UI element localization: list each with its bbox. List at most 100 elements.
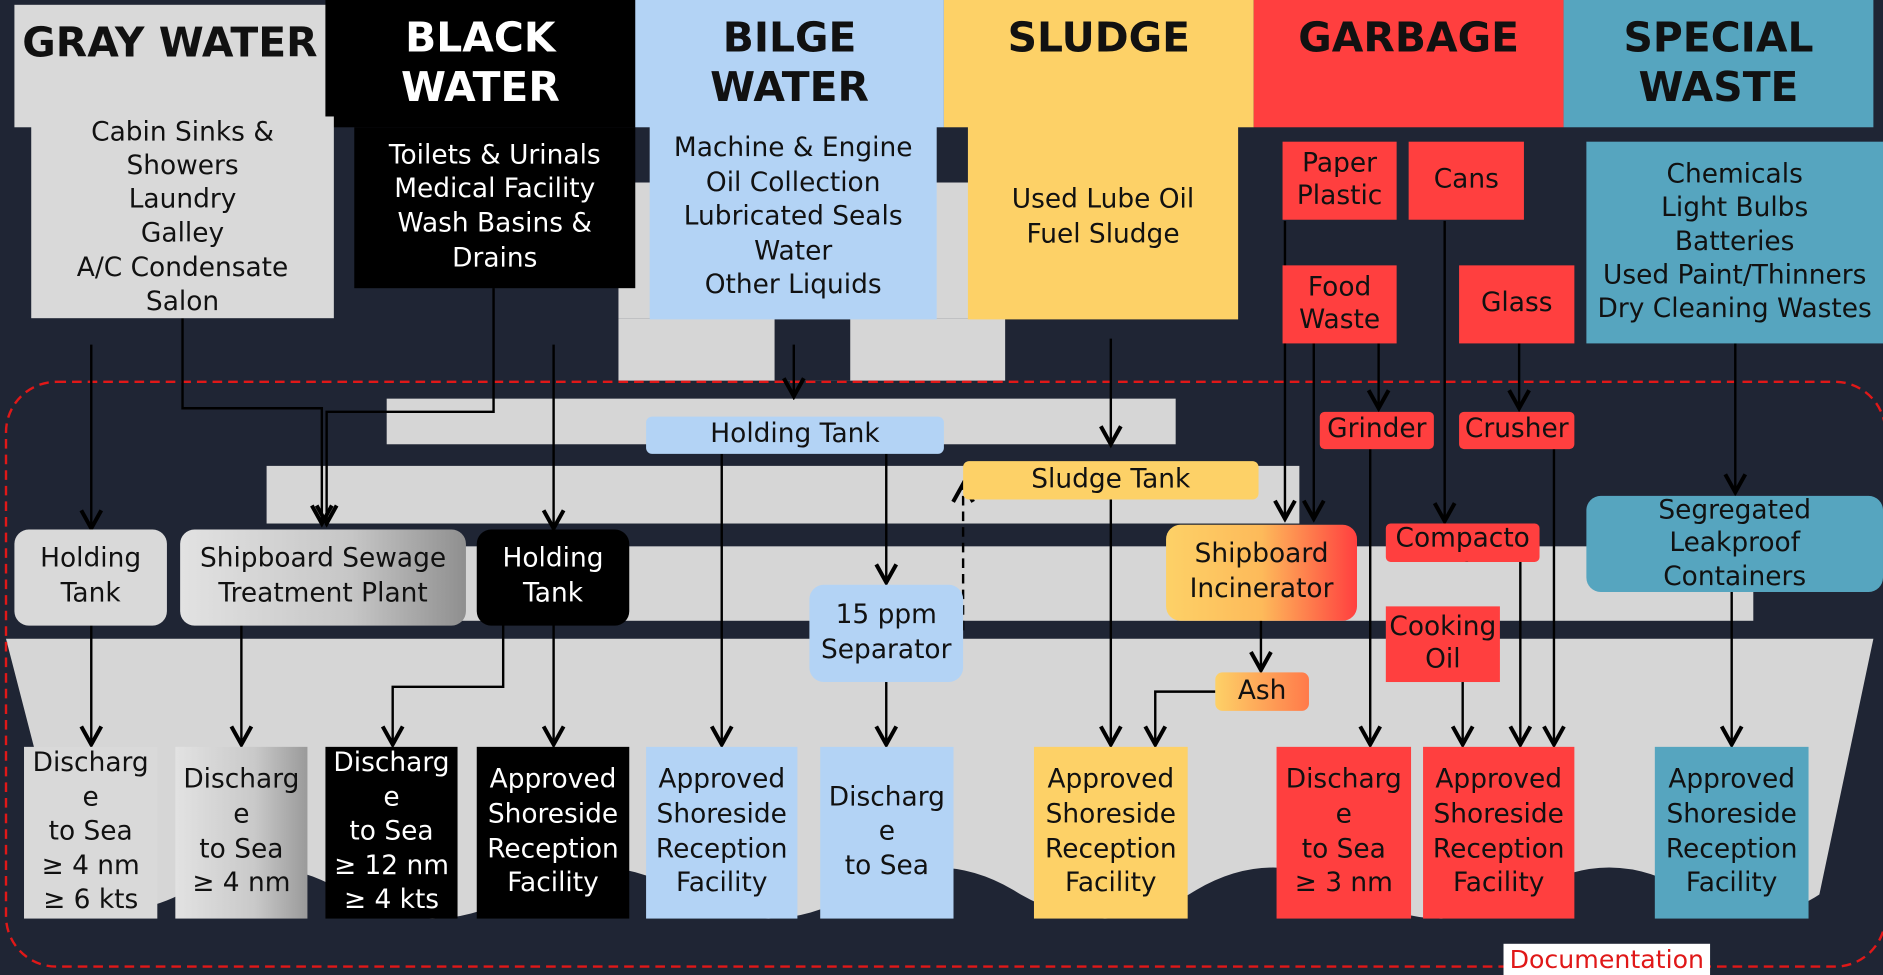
header-black-water: BLACKWATER — [325, 0, 635, 127]
source-black-water-item: Wash Basins & — [398, 208, 592, 242]
source-gray-water: Cabin Sinks & Showers Laundry Galley A/C… — [31, 116, 334, 318]
source-special-waste-item: Light Bulbs — [1661, 192, 1808, 226]
header-gray-water-text: GRAY WATER — [22, 19, 317, 69]
ppm-separator-line: 15 ppm — [836, 599, 937, 633]
source-gray-water-item: Showers — [126, 150, 238, 184]
dest-line: ≥ 4 nm — [42, 850, 140, 884]
dest-black-shoreside: Approved Shoreside Reception Facility — [477, 747, 630, 919]
sewage-treatment-plant: Shipboard Sewage Treatment Plant — [180, 530, 466, 626]
dest-line: Discharg — [183, 764, 299, 798]
dest-line: Approved — [1435, 764, 1562, 798]
compactor-line: Compacto — [1395, 524, 1529, 554]
dest-line: e — [233, 798, 249, 832]
dest-garbage-shoreside: Approved Shoreside Reception Facility — [1423, 747, 1574, 919]
dest-line: Facility — [676, 867, 768, 901]
dest-line: ≥ 4 kts — [344, 884, 439, 918]
source-food-waste-line: Waste — [1299, 304, 1380, 336]
source-cans-text: Cans — [1434, 164, 1499, 198]
source-special-waste-item: Batteries — [1675, 226, 1795, 260]
dest-bilge-shoreside: Approved Shoreside Reception Facility — [646, 747, 797, 919]
source-bilge-water: Machine & Engine Oil Collection Lubricat… — [650, 116, 937, 319]
source-bilge-water-item: Other Liquids — [705, 269, 882, 303]
source-glass: Glass — [1459, 265, 1574, 343]
source-bilge-water-item: Oil Collection — [706, 166, 881, 200]
dest-line: Approved — [1668, 764, 1795, 798]
black-holding-tank: Holding Tank — [477, 530, 630, 626]
dest-line: e — [83, 781, 99, 815]
compactor: Compacto r — [1386, 524, 1540, 562]
source-gray-water-item: A/C Condensate — [77, 252, 289, 286]
header-bilge-water-line-1: BILGE — [710, 14, 869, 64]
dest-line: Reception — [1045, 833, 1177, 867]
documentation-label: Documentation — [1504, 944, 1711, 975]
ppm-separator: 15 ppm Separator — [809, 585, 963, 682]
grinder-text: Grinder — [1327, 413, 1426, 447]
dest-line: to Sea — [349, 816, 433, 850]
dest-line: Facility — [1686, 867, 1778, 901]
dest-line: ≥ 4 nm — [192, 867, 290, 901]
dest-line: Approved — [658, 764, 785, 798]
black-holding-tank-line: Tank — [523, 578, 583, 612]
source-sludge-item: Fuel Sludge — [1026, 218, 1179, 252]
source-gray-water-item: Cabin Sinks & — [91, 116, 274, 150]
gray-holding-tank: Holding Tank — [14, 530, 167, 626]
dest-line: to Sea — [1302, 833, 1386, 867]
bilge-holding-tank: Holding Tank — [646, 417, 944, 454]
grinder: Grinder — [1320, 412, 1434, 449]
source-black-water-item: Toilets & Urinals — [389, 139, 601, 173]
dest-line: e — [879, 816, 895, 850]
shipboard-incinerator-line: Incinerator — [1190, 573, 1334, 607]
dest-line: Reception — [1666, 833, 1798, 867]
segregated-containers-line: Leakproof — [1669, 527, 1800, 560]
source-gray-water-item: Salon — [146, 286, 219, 319]
dest-line: Shoreside — [488, 798, 618, 832]
sewage-treatment-plant-line: Shipboard Sewage — [200, 543, 446, 577]
source-special-waste-item: Dry Cleaning Wastes — [1598, 293, 1872, 327]
sludge-tank: Sludge Tank — [963, 461, 1258, 499]
dest-line: Shoreside — [1666, 798, 1796, 832]
source-special-waste-item: Used Paint/Thinners — [1603, 259, 1866, 293]
dest-line: Facility — [1065, 867, 1157, 901]
dest-gray-discharge-sea: Discharg e to Sea ≥ 4 nm ≥ 6 kts — [24, 747, 157, 919]
dest-sewage-discharge-sea: Discharg e to Sea ≥ 4 nm — [175, 747, 307, 919]
crusher-text: Crusher — [1465, 413, 1569, 447]
compactor-line: r — [1457, 554, 1468, 562]
dest-line: Discharg — [829, 781, 945, 815]
dest-special-shoreside: Approved Shoreside Reception Facility — [1655, 747, 1809, 919]
source-sludge: Used Lube Oil Fuel Sludge — [968, 116, 1238, 319]
arrow-gray-source-plant — [183, 318, 322, 523]
header-black-water-line-1: BLACK — [401, 14, 560, 64]
cooking-oil: Cooking Oil — [1386, 606, 1500, 682]
sewage-treatment-plant-line: Treatment Plant — [218, 578, 427, 612]
dest-line: Shoreside — [1434, 798, 1564, 832]
dest-line: Approved — [1047, 764, 1174, 798]
header-gray-water: GRAY WATER — [14, 5, 325, 127]
cooking-oil-line: Cooking — [1389, 613, 1496, 645]
dest-line: e — [1336, 798, 1352, 832]
bilge-holding-tank-text: Holding Tank — [710, 418, 879, 452]
source-food-waste: Food Waste — [1283, 265, 1397, 343]
arrow-ash-shore — [1155, 692, 1215, 745]
dest-line: Shoreside — [657, 798, 787, 832]
dest-line: e — [383, 781, 399, 815]
dest-line: ≥ 12 nm — [334, 850, 449, 884]
cooking-oil-line: Oil — [1425, 644, 1460, 676]
dest-black-discharge-sea: Discharg e to Sea ≥ 12 nm ≥ 4 kts — [325, 747, 457, 919]
dest-line: Approved — [490, 764, 617, 798]
sludge-tank-text: Sludge Tank — [1031, 463, 1190, 497]
dest-garbage-discharge-sea: Discharg e to Sea ≥ 3 nm — [1277, 747, 1411, 919]
ash: Ash — [1215, 672, 1309, 710]
source-paper-plastic-line: Plastic — [1297, 181, 1382, 213]
shipboard-incinerator-line: Shipboard — [1195, 538, 1329, 572]
header-garbage: GARBAGE — [1254, 0, 1564, 127]
segregated-containers-line: Segregated — [1658, 496, 1811, 528]
source-glass-text: Glass — [1481, 287, 1553, 321]
dest-line: ≥ 3 nm — [1295, 867, 1393, 901]
shipboard-incinerator: Shipboard Incinerator — [1166, 525, 1357, 621]
ppm-separator-line: Separator — [821, 633, 951, 667]
source-black-water-item: Drains — [452, 242, 537, 276]
segregated-containers-line: Containers — [1663, 560, 1806, 592]
header-garbage-text: GARBAGE — [1298, 14, 1519, 64]
ash-text: Ash — [1238, 674, 1287, 708]
